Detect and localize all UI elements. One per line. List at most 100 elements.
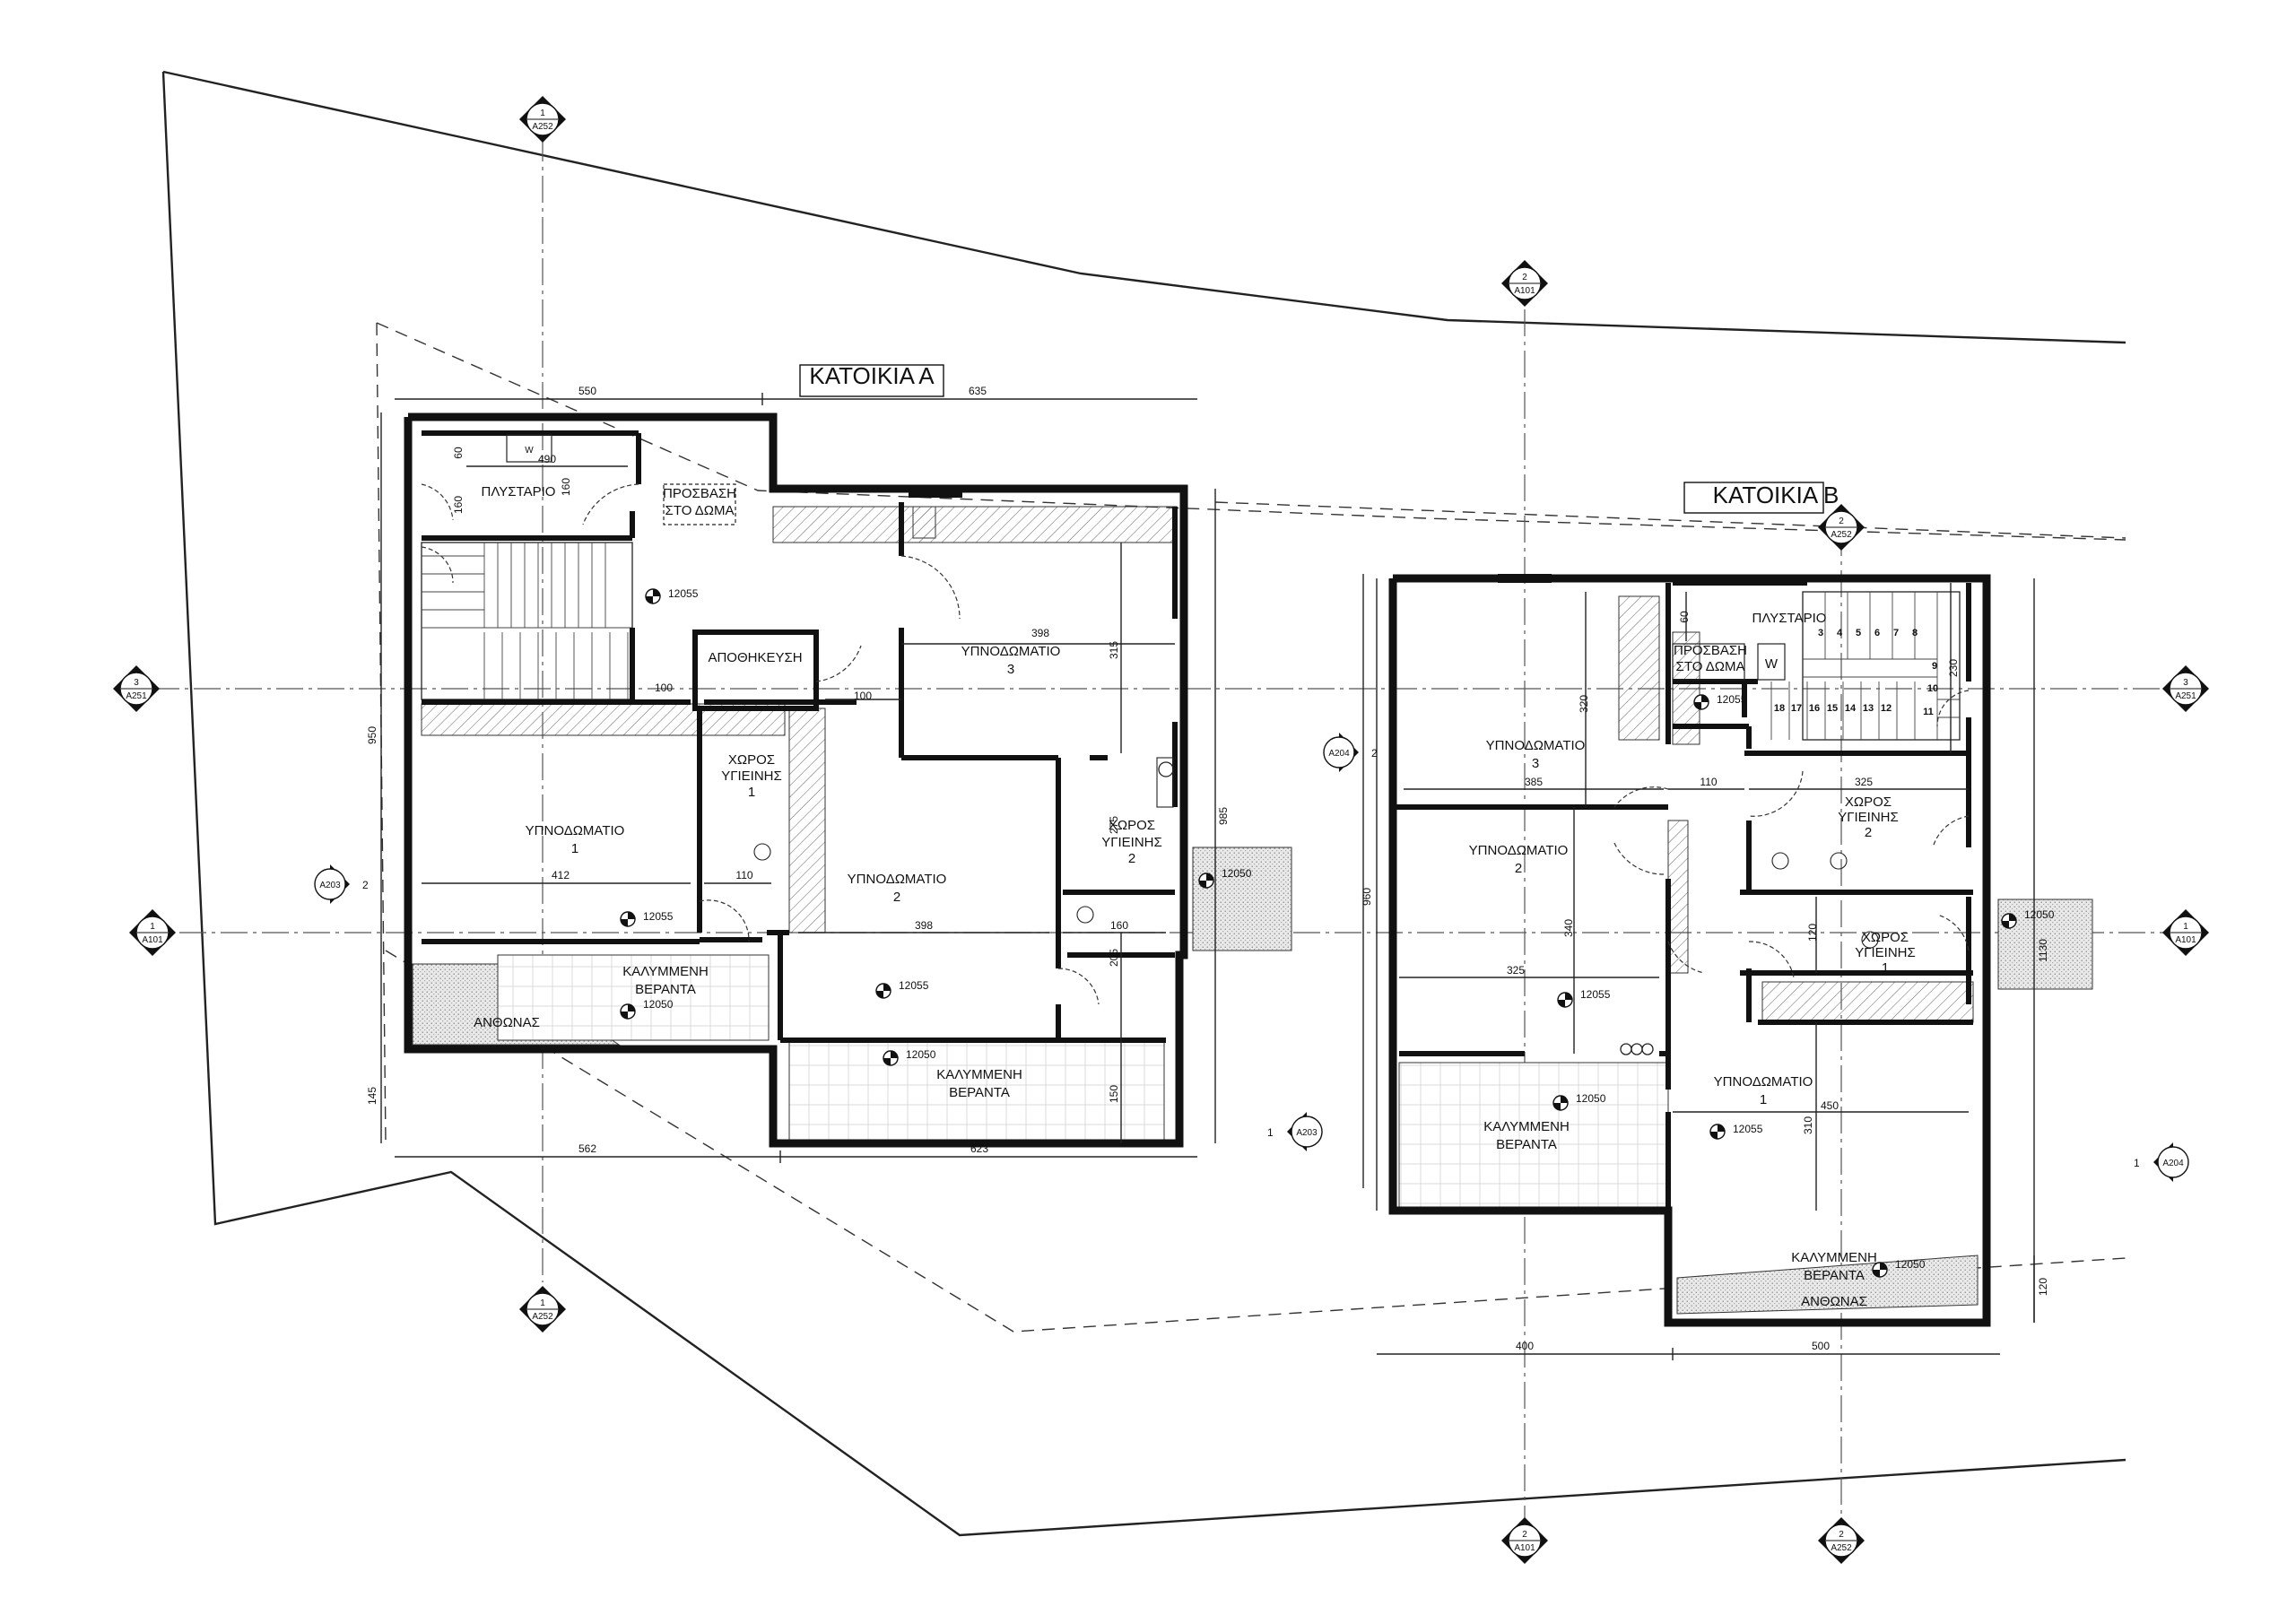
b-bath2-label-2: ΥΓΙΕΙΝΗΣ xyxy=(1838,810,1899,825)
marker-ref: A203 xyxy=(319,881,341,890)
house-b: 3 4 5 6 7 8 9 10 11 18 17 16 15 14 13 12 xyxy=(1361,482,2093,1360)
marker-ref: A252 xyxy=(532,1312,553,1322)
a-bath1-label-2: ΥΓΙΕΙΝΗΣ xyxy=(721,768,782,784)
marker-num: 3 xyxy=(2183,678,2188,688)
b-veranda2-label-2: ΒΕΡΑΝΤΑ xyxy=(1804,1268,1865,1283)
stair-step-6: 6 xyxy=(1874,628,1880,638)
a-dim-top-left: 550 xyxy=(578,385,596,397)
marker-num: 2 xyxy=(1522,1530,1527,1540)
b-bedroom2-number: 2 xyxy=(1515,861,1522,876)
stair-step-8: 8 xyxy=(1912,628,1918,638)
marker-ref: A204 xyxy=(2162,1159,2184,1168)
marker-num: 3 xyxy=(134,678,139,688)
b-hatched-wardrobe-2 xyxy=(1667,820,1689,974)
hatched-ceiling-strip xyxy=(772,506,1178,543)
marker-ref: A252 xyxy=(532,122,553,132)
b-level-2: 12050 xyxy=(1576,1092,1606,1105)
b-dim-bottom-left: 400 xyxy=(1516,1340,1534,1352)
elevation-marker-a-left: A203 2 xyxy=(314,864,369,904)
b-bath2-number: 2 xyxy=(1865,825,1872,840)
window-grille xyxy=(909,489,962,498)
b-level-4: 12050 xyxy=(2024,908,2055,921)
a-bedroom1-number: 1 xyxy=(571,841,578,856)
a-bath2-label: ΧΩΡΟΣ xyxy=(1109,818,1155,833)
section-marker-right-1: 1 A101 xyxy=(2162,909,2209,956)
marker-ref: A101 xyxy=(1514,1543,1535,1553)
stair-step-17: 17 xyxy=(1791,703,1802,714)
b-dim-bed1-h: 310 xyxy=(1802,1116,1814,1134)
a-dim-laundry-h1: 60 xyxy=(452,447,465,459)
b-washer xyxy=(1757,643,1786,681)
marker-num: 2 xyxy=(1522,273,1527,282)
b-bedroom2-label: ΥΠΝΟΔΩΜΑΤΙΟ xyxy=(1469,843,1569,858)
a-dim-bed3-w: 398 xyxy=(1031,627,1049,639)
a-roof-access-label: ΠΡΟΣΒΑΣΗ xyxy=(663,486,736,501)
marker-ref: A251 xyxy=(2175,691,2196,701)
section-marker-right-3: 3 A251 xyxy=(2162,665,2209,712)
house-a-doors xyxy=(421,483,1100,1005)
a-dim-bath2-h: 275 xyxy=(1108,816,1120,834)
a-dim-bed1-w: 412 xyxy=(552,869,570,881)
a-dim-bed2-w: 398 xyxy=(915,919,933,932)
b-dim-bed3-w: 385 xyxy=(1525,776,1543,788)
stair-step-5: 5 xyxy=(1856,628,1861,638)
a-dim-laundry-w: 490 xyxy=(538,453,556,465)
a-veranda2-label: ΚΑΛΥΜΜΕΝΗ xyxy=(936,1067,1022,1082)
b-dim-corridor: 110 xyxy=(1700,776,1717,788)
a-dim-bed2-h: 205 xyxy=(1108,949,1120,967)
a-bath2-number: 2 xyxy=(1128,851,1135,866)
a-dim-stair-w: 100 xyxy=(655,682,673,694)
stair-step-4: 4 xyxy=(1837,628,1843,638)
entrance-paving-a xyxy=(1192,847,1292,951)
marker-num: 2 xyxy=(362,879,369,891)
house-b-interior-walls xyxy=(1395,580,1973,1211)
a-bath1-number: 1 xyxy=(748,785,755,800)
b-level-3: 12055 xyxy=(1580,988,1611,1001)
section-marker-top-a: 1 A252 xyxy=(519,96,566,143)
b-veranda1-label: ΚΑΛΥΜΜΕΝΗ xyxy=(1483,1119,1570,1134)
b-level-5: 12055 xyxy=(1733,1123,1763,1135)
a-bath1-label: ΧΩΡΟΣ xyxy=(728,752,775,768)
b-veranda-tiles xyxy=(1398,1062,1669,1211)
marker-ref: A204 xyxy=(1328,749,1350,759)
b-bedroom3-number: 3 xyxy=(1532,756,1539,771)
house-b-fixtures xyxy=(1620,852,1879,1055)
marker-ref: A251 xyxy=(126,691,147,701)
house-a: W ΚΑΤΟΙΚΙΑ Α ΠΛΥΣΤΑΡΙΟ ΠΡΟΣΒΑΣΗ ΣΤΟ ΔΩΜΑ… xyxy=(366,362,1292,1163)
b-bath1-label: ΧΩΡΟΣ xyxy=(1862,930,1909,945)
elevation-marker-b-left: A204 2 xyxy=(1323,733,1378,772)
a-dim-corridor: 100 xyxy=(854,690,872,702)
elevation-marker-a-right: A203 1 xyxy=(1267,1112,1323,1151)
stair-step-9: 9 xyxy=(1932,661,1937,672)
b-dim-bed1-w: 450 xyxy=(1821,1099,1839,1112)
a-dim-bed3-h: 315 xyxy=(1108,641,1120,659)
b-bath2-label: ΧΩΡΟΣ xyxy=(1845,794,1892,810)
a-dim-veranda-h: 150 xyxy=(1108,1085,1120,1103)
b-laundry-label: ΠΛΥΣΤΑΡΙΟ xyxy=(1752,611,1827,626)
marker-ref: A101 xyxy=(2175,935,2196,945)
b-dim-bed2-w: 325 xyxy=(1507,964,1525,977)
stair-step-15: 15 xyxy=(1827,703,1838,714)
a-dim-right-total: 985 xyxy=(1217,807,1230,825)
a-roof-access-label-2: ΣΤΟ ΔΩΜΑ xyxy=(665,503,735,518)
a-dim-bath2-w: 160 xyxy=(1110,919,1128,932)
b-bedroom1-number: 1 xyxy=(1760,1092,1767,1107)
house-b-dimensions xyxy=(1362,574,2035,1360)
a-dim-laundry-h2: 160 xyxy=(560,478,572,496)
a-level-6: 12050 xyxy=(1222,867,1252,880)
a-veranda1-label-2: ΒΕΡΑΝΤΑ xyxy=(635,982,696,997)
b-dim-bed3-h: 320 xyxy=(1578,695,1590,713)
a-bath2-label-2: ΥΓΙΕΙΝΗΣ xyxy=(1101,835,1162,850)
house-b-exterior-wall xyxy=(1388,574,1991,1327)
marker-num: 1 xyxy=(1267,1126,1274,1139)
marker-ref: A101 xyxy=(142,935,163,945)
a-dim-laundry-h3: 160 xyxy=(452,496,465,514)
b-bedroom1-label: ΥΠΝΟΔΩΜΑΤΙΟ xyxy=(1714,1074,1813,1090)
section-marker-bottom-mid: 2 A101 xyxy=(1501,1517,1548,1564)
marker-ref: A203 xyxy=(1296,1128,1318,1138)
section-marker-left-1: 1 A101 xyxy=(129,909,176,956)
veranda-tiles xyxy=(788,1039,1165,1142)
b-dim-bed2-h: 340 xyxy=(1562,919,1575,937)
house-a-interior-walls xyxy=(422,430,1178,1043)
